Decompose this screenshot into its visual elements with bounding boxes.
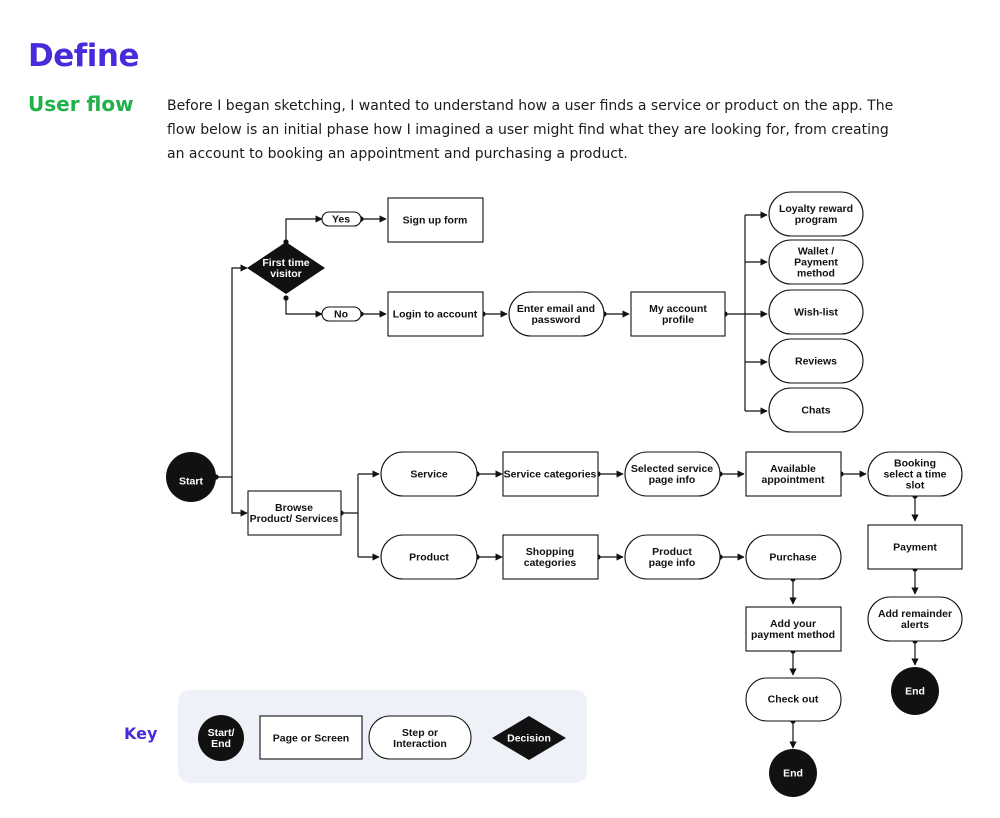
service-end-node (891, 667, 939, 715)
checkout-label: Check out (768, 694, 819, 706)
shopping-categories-node (502, 534, 599, 580)
payment-label: Payment (893, 542, 937, 554)
edge-start-browse (231, 477, 248, 517)
wallet-node (768, 239, 864, 285)
no-pill (321, 306, 362, 322)
edge-start-first-time (216, 264, 248, 478)
page-title: Define (28, 38, 139, 74)
key-page-screen-symbol (259, 715, 363, 760)
product-node (380, 534, 478, 580)
edge-account-trunk (725, 215, 746, 411)
service-categories-node (502, 451, 599, 497)
selected-service-node (624, 451, 721, 497)
add-payment-node (745, 606, 842, 652)
product-label: Product (409, 552, 449, 564)
sign-up-form-node (387, 197, 484, 243)
key-start-end-symbol (198, 715, 244, 761)
product-end-node (769, 749, 817, 797)
service-end-label: End (905, 686, 925, 698)
section-subtitle: User flow (28, 92, 134, 116)
key-decision-label: Decision (507, 733, 551, 745)
login-node (387, 291, 484, 337)
first-time-decision (247, 242, 325, 294)
key-step-symbol (368, 715, 472, 760)
purchase-label: Purchase (769, 552, 816, 564)
chats-node (768, 387, 864, 433)
available-appointment-node (745, 451, 842, 497)
edge-browse-trunk (341, 474, 359, 557)
yes-pill-label: Yes (332, 214, 350, 226)
product-info-node (624, 534, 721, 580)
yes-pill (321, 211, 362, 227)
enter-email-node (508, 291, 605, 337)
chats-label: Chats (801, 405, 830, 417)
payment-node (867, 524, 963, 570)
booking-node (867, 451, 963, 497)
browse-node (247, 490, 342, 536)
key-decision-symbol (492, 716, 566, 760)
product-end-label: End (783, 768, 803, 780)
no-pill-label: No (334, 309, 348, 321)
start-node (166, 452, 216, 502)
service-node (380, 451, 478, 497)
login-label: Login to account (393, 309, 478, 321)
service-categories-label: Service categories (504, 469, 597, 481)
key-start-end-label: Start/End (208, 727, 235, 750)
edge-first-time-yes (285, 215, 323, 242)
wishlist-label: Wish-list (794, 307, 838, 319)
reminder-node (867, 596, 963, 642)
reviews-label: Reviews (795, 356, 837, 368)
intro-paragraph: Before I began sketching, I wanted to un… (167, 98, 894, 162)
purchase-node (745, 534, 842, 580)
reviews-node (768, 338, 864, 384)
service-label: Service (410, 469, 448, 481)
account-profile-node (630, 291, 726, 337)
wishlist-node (768, 289, 864, 335)
sign-up-form-label: Sign up form (403, 215, 468, 227)
key-page-screen-label: Page or Screen (273, 733, 349, 745)
key-label: Key (124, 724, 158, 743)
start-node-label: Start (179, 476, 203, 488)
checkout-node (745, 677, 842, 722)
edge-first-time-no (285, 298, 323, 318)
loyalty-node (768, 191, 864, 237)
